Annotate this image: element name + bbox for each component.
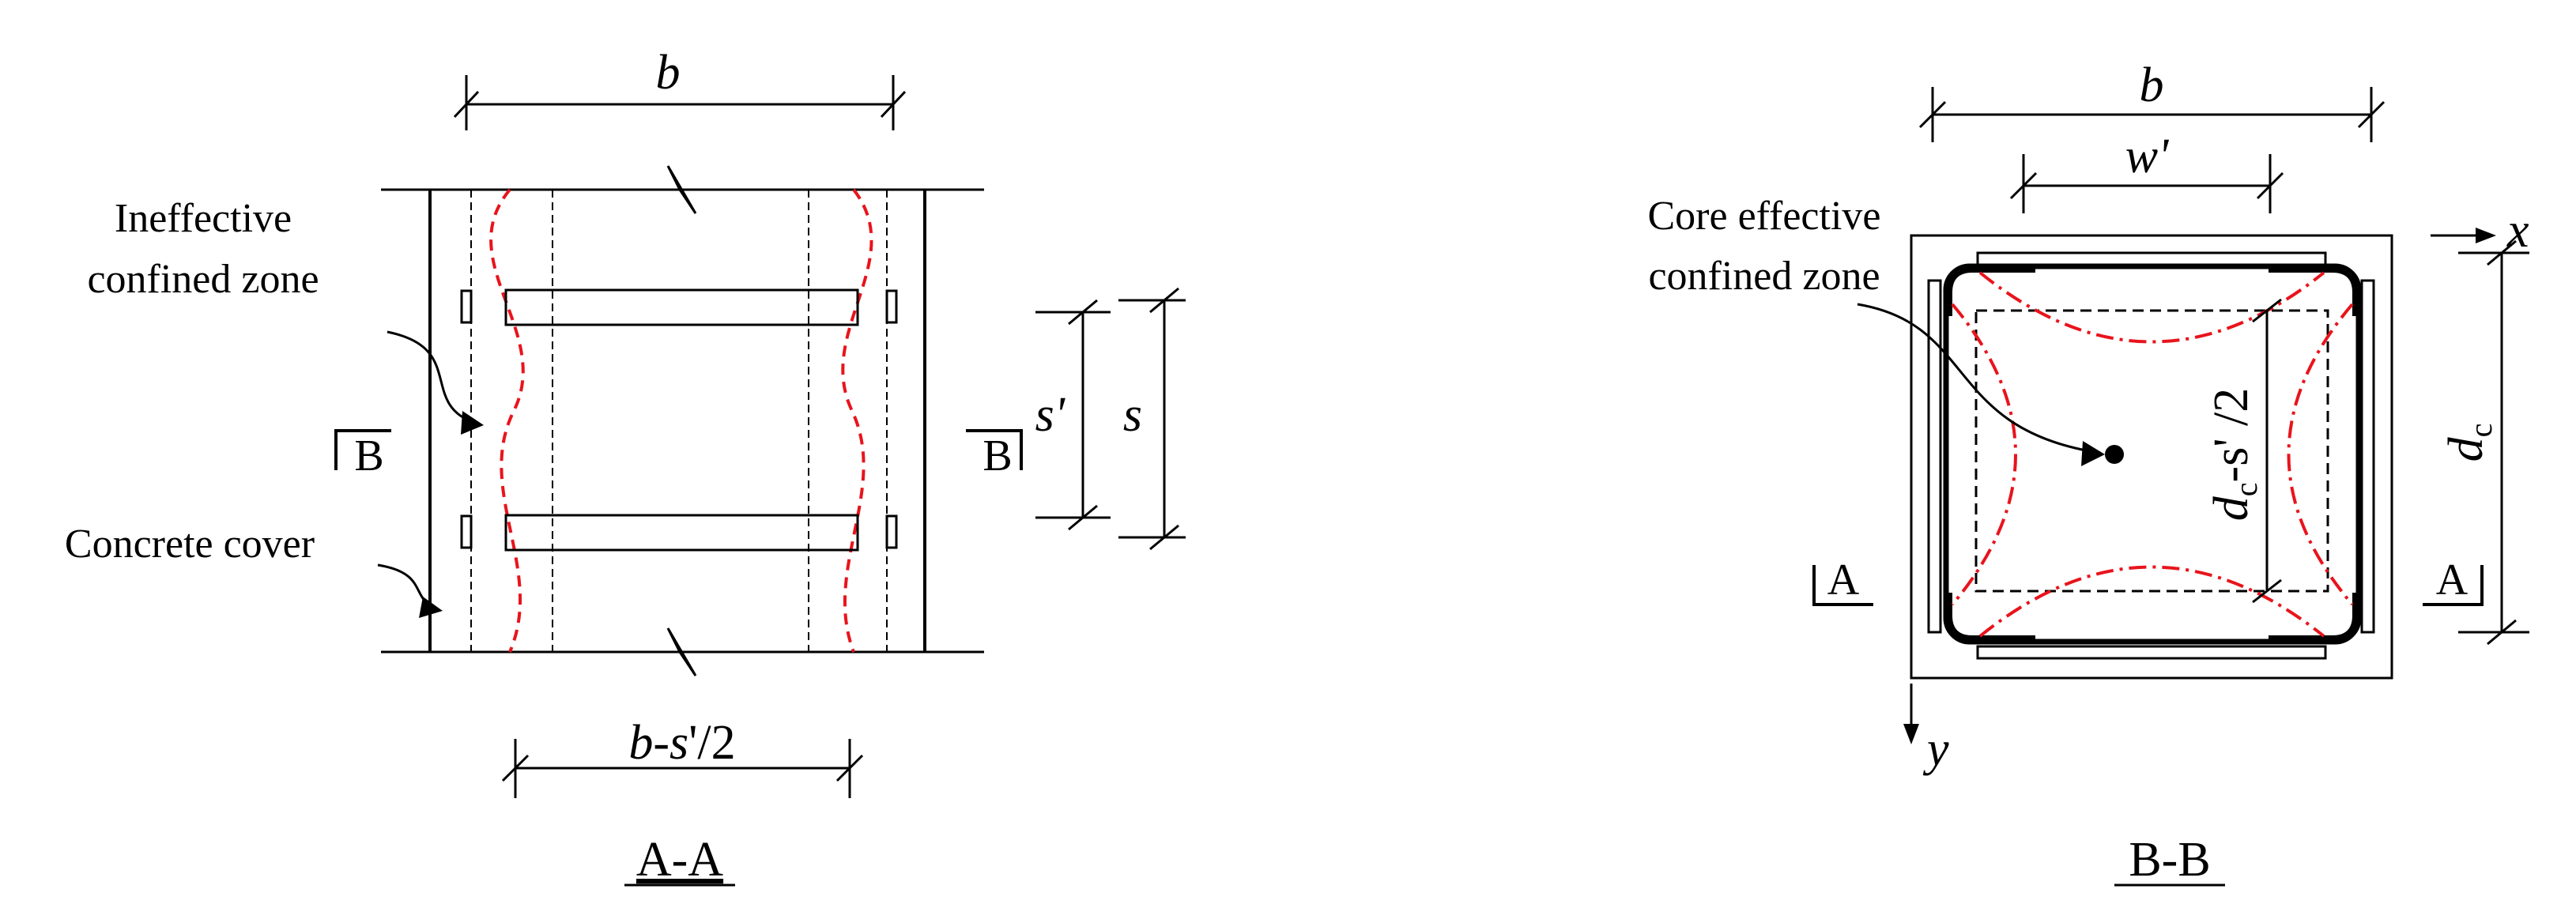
dim-dc-minus-s-label: dc-s' /2 — [2204, 388, 2264, 521]
ineffective-zone-label-line1: Ineffective — [115, 196, 292, 241]
core-dashed-rect — [1974, 309, 2329, 593]
section-aa: b Ineffec — [65, 46, 1186, 887]
axis-y: y — [1903, 684, 1949, 776]
dim-s-prime-label: s' — [1035, 388, 1066, 442]
section-bb: b w' — [1648, 58, 2529, 887]
dim-w-prime-label: w' — [2125, 130, 2170, 183]
effective-arches-bb — [1951, 271, 2354, 638]
axis-y-label: y — [1922, 722, 1949, 776]
section-mark-b-left: B — [334, 429, 391, 480]
axis-y-arrowhead — [1903, 724, 1919, 744]
section-mark-a-right: A — [2423, 556, 2484, 606]
dim-dc-outer-d: d — [2439, 436, 2493, 462]
section-mark-b-left-label: B — [354, 431, 383, 480]
dimension-b-aa: b — [453, 46, 907, 130]
core-zone-label-line2: confined zone — [1648, 254, 1880, 299]
hoop-bb — [1943, 263, 2362, 645]
dashed-lines-aa — [470, 190, 888, 652]
dim-b-label-aa: b — [656, 46, 681, 100]
dimension-b-minus-s: b-s'/2 — [501, 716, 864, 798]
caption-aa: A-A — [636, 833, 723, 887]
core-zone-arrowhead — [2081, 441, 2105, 466]
dim-dc-label: dc — [2439, 424, 2499, 462]
dim-dc-inner-d: d — [2204, 495, 2258, 521]
dim-b-minus-suffix: '/2 — [688, 716, 735, 770]
axis-x: x — [2431, 204, 2529, 258]
ineffective-arches-aa — [489, 188, 873, 653]
column-outline-aa — [381, 165, 984, 676]
concrete-cover-arrowhead — [419, 597, 443, 618]
section-mark-a-left: A — [1812, 556, 1873, 606]
axis-x-arrowhead — [2476, 228, 2496, 243]
section-mark-b-right-label: B — [983, 431, 1012, 480]
concrete-cover-label: Concrete cover — [65, 522, 315, 567]
ineffective-zone-arrowhead — [461, 411, 484, 435]
section-mark-b-right: B — [966, 429, 1023, 480]
dim-b-label-bb: b — [2140, 58, 2164, 112]
caption-bb: B-B — [2129, 833, 2210, 887]
core-zone-leader — [1857, 303, 2095, 454]
dimension-s: s — [1118, 287, 1186, 551]
ineffective-zone-label-line2: confined zone — [87, 257, 319, 302]
core-zone-label-line1: Core effective — [1648, 194, 1881, 239]
section-mark-a-right-label: A — [2436, 556, 2469, 605]
hoop-corners-bb — [1946, 266, 2359, 642]
dim-b-minus-prefix: b- — [628, 716, 669, 770]
stirrup-legs-bb — [1927, 251, 2375, 660]
dimension-s-prime: s' — [1035, 299, 1111, 531]
core-center-dot — [2105, 445, 2124, 464]
dimension-b-bb: b — [1918, 58, 2386, 142]
dimension-dc: dc — [2439, 239, 2529, 646]
dim-b-minus-s-label: b-s'/2 — [628, 716, 735, 770]
section-mark-a-left-label: A — [1827, 556, 1860, 605]
axis-x-label: x — [2506, 204, 2529, 258]
dim-dc-inner-rest: -s' /2 — [2204, 388, 2258, 483]
dim-s-label: s — [1123, 388, 1142, 442]
ineffective-zone-leader — [387, 330, 475, 424]
section-outline-bb — [1910, 234, 2393, 680]
dimension-dc-minus-s: dc-s' /2 — [2204, 298, 2282, 604]
dim-dc-outer-sub: c — [2463, 424, 2499, 438]
dim-b-minus-s-symbol: s — [669, 716, 688, 770]
dim-dc-inner-sub: c — [2228, 482, 2264, 496]
dimension-w-prime: w' — [2009, 130, 2284, 213]
hoops-aa — [460, 288, 898, 552]
